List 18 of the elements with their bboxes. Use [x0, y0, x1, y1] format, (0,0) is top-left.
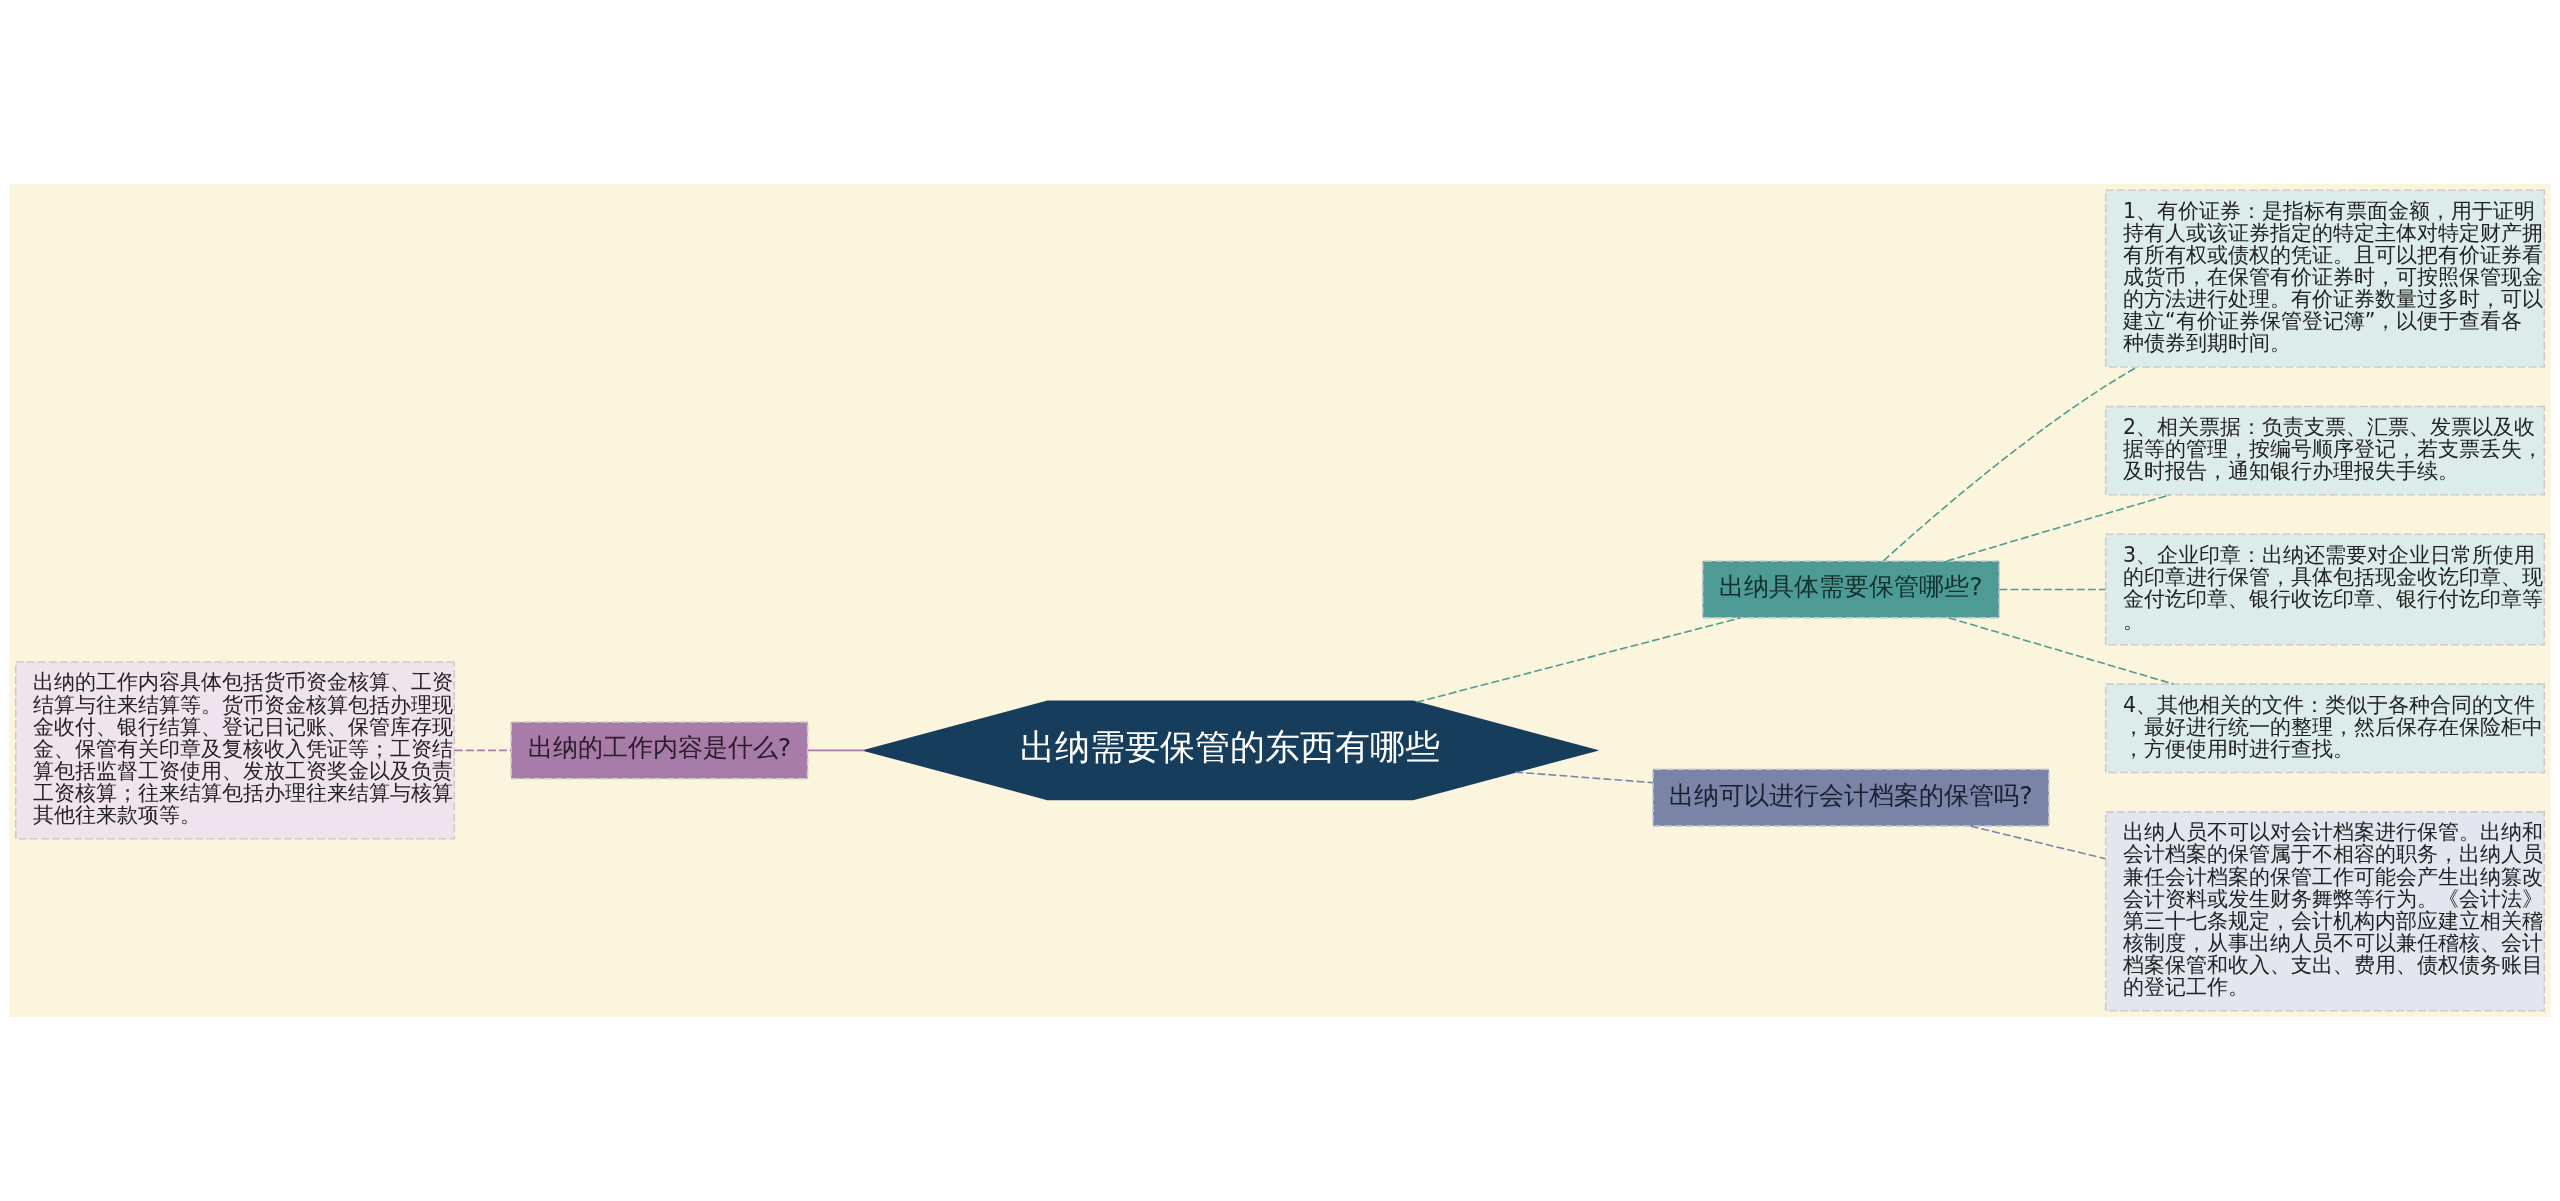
node-box: 出纳可以进行会计档案的保管吗?: [1652, 768, 2050, 827]
connector: [1514, 771, 1654, 784]
connector: [453, 749, 512, 752]
node-box: 2、相关票据：负责支票、汇票、发票以及收据等的管理，按编号顺序登记，若支票丢失，及时报告，通知银行办理报失手续。: [2104, 405, 2546, 496]
connector: [1415, 617, 1742, 703]
connector: [1948, 617, 2175, 685]
connector: [807, 749, 866, 752]
node-box: 出纳具体需要保管哪些?: [1701, 560, 2000, 619]
connector: [1882, 366, 2138, 562]
connector: [1946, 494, 2171, 562]
connector: [1998, 588, 2107, 591]
connector: [1969, 825, 2107, 860]
node-box: 出纳的工作内容是什么?: [510, 721, 809, 780]
node-box: 4、其他相关的文件：类似于各种合同的文件，最好进行统一的整理，然后保存在保险柜中，方便使用时进行查找。: [2104, 683, 2546, 774]
node-box: 1、有价证券：是指标有票面金额，用于证明持有人或该证券指定的特定主体对特定财产拥有所有权或债权的凭证。且可以把有价证券看成货币，在保管有价证券时，可按照保管现金的方法进行处理。有价证券数量过多时，可以建立“有价证券保管登记簿”，以便于查看各种债券到期时间。: [2104, 189, 2546, 368]
node-box: 3、企业印章：出纳还需要对企业日常所使用的印章进行保管，具体包括现金收讫印章、现金付讫印章、银行收讫印章、银行付讫印章等。: [2104, 533, 2546, 646]
node-box: 出纳人员不可以对会计档案进行保管。出纳和会计档案的保管属于不相容的职务，出纳人员兼任会计档案的保管工作可能会产生出纳篡改会计资料或发生财务舞弊等行为。《会计法》第三十七条规定，会计机构内部应建立相关稽核制度，从事出纳人员不可以兼任稽核、会计档案保管和收入、支出、费用、债权债务账目的登记工作。: [2104, 811, 2546, 1012]
node-box: 出纳的工作内容具体包括货币资金核算、工资结算与往来结算等。货币资金核算包括办理现金收付、银行结算、登记日记账、保管库存现金、保管有关印章及复核收入凭证等；工资结算包括监督工资使用、发放工资奖金以及负责工资核算；往来结算包括办理往来结算与核算其他往来款项等。: [14, 661, 456, 840]
